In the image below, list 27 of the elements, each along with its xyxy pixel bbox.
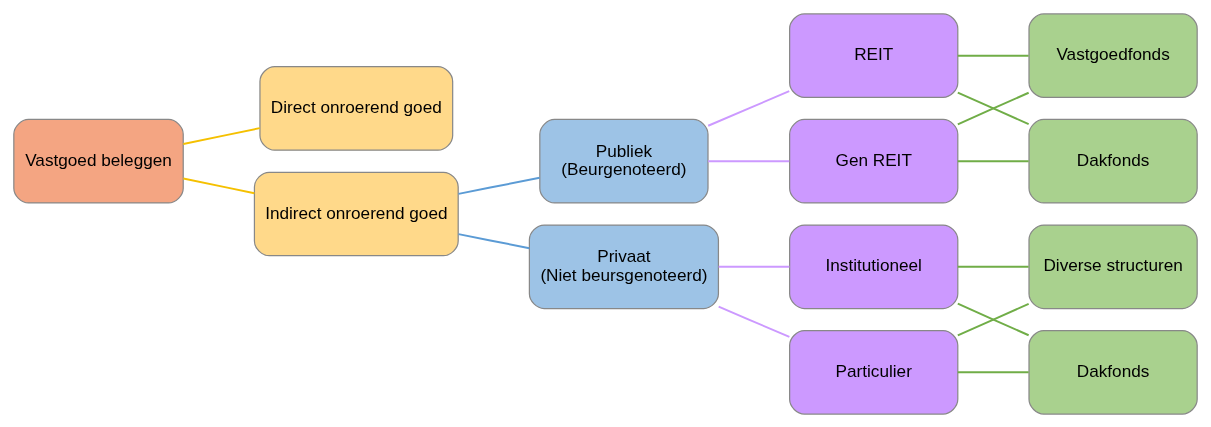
node-box: Indirect onroerend goed	[253, 171, 459, 256]
node-box: Vastgoedfonds	[1028, 12, 1198, 98]
node-box: Direct onroerend goed	[259, 65, 454, 151]
connector	[956, 54, 1030, 57]
connector	[956, 370, 1030, 373]
connector	[457, 232, 531, 249]
connector	[707, 159, 791, 162]
node-box: Particulier	[789, 329, 959, 415]
connector	[457, 176, 541, 195]
connector	[956, 91, 1030, 125]
connector	[956, 302, 1030, 336]
connector	[182, 126, 261, 145]
node-box: Publiek (Beurgenoteerd)	[539, 118, 709, 204]
node-box: Dakfonds	[1028, 118, 1198, 204]
connector	[956, 265, 1030, 268]
node-box: REIT	[789, 12, 959, 98]
connector	[707, 89, 791, 127]
connector	[956, 159, 1030, 162]
node-box: Privaat (Niet beursgenoteerd)	[528, 223, 720, 309]
connector	[717, 265, 791, 268]
node-box: Diverse structuren	[1028, 223, 1198, 309]
node-box: Gen REIT	[789, 118, 959, 204]
node-box: Vastgoed beleggen	[13, 118, 184, 204]
connector	[182, 177, 256, 194]
node-box: Institutioneel	[789, 223, 959, 309]
connector	[717, 305, 791, 338]
node-box: Dakfonds	[1028, 329, 1198, 415]
